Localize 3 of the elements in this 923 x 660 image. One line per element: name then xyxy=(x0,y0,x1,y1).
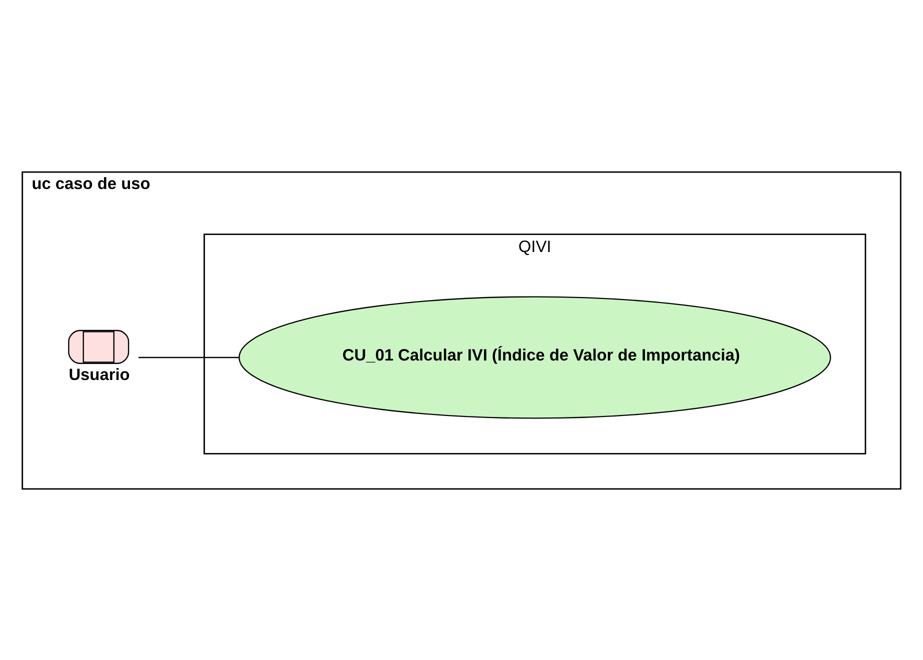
node-label: Usuario xyxy=(68,366,130,384)
node-ellipse: CU_01 Calcular IVI (Índice de Valor de Importancia) xyxy=(238,296,832,418)
connector xyxy=(138,356,240,358)
